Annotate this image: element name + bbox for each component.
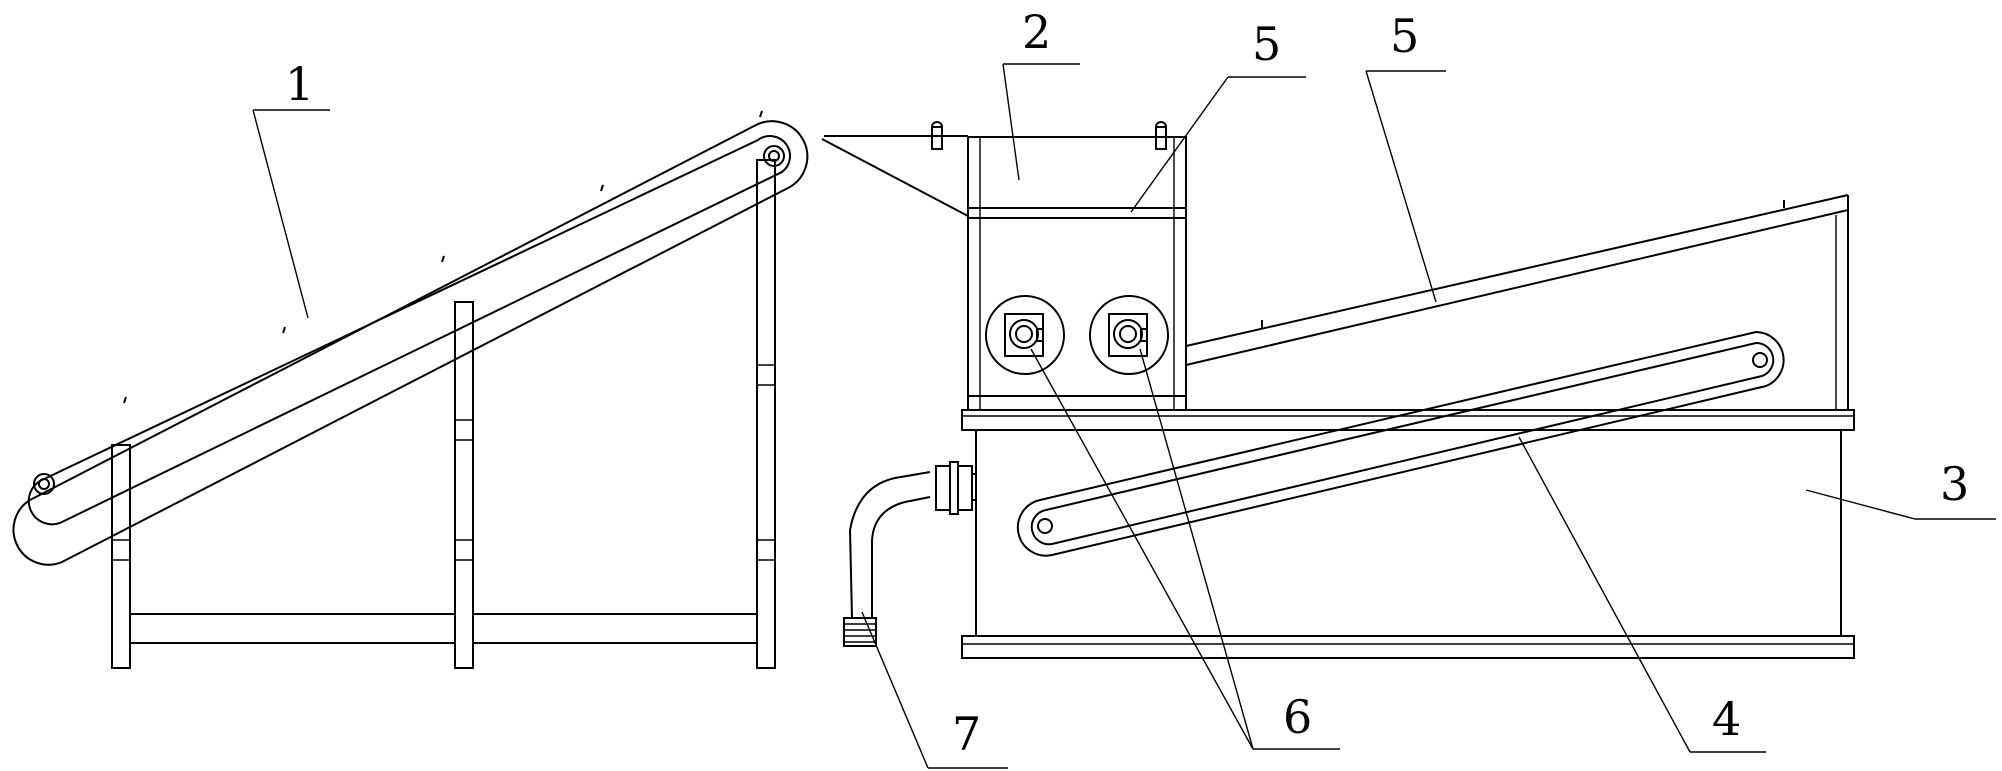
top-lug-right	[1155, 126, 1167, 150]
inclined-conveyor	[12, 110, 809, 669]
internal-belt-inner	[1030, 341, 1775, 546]
top-lug-left	[931, 126, 943, 150]
part-labels: 1 2 5 5 3 4 6 7	[285, 5, 1969, 761]
label-5a: 5	[1252, 17, 1281, 71]
motor-left	[985, 295, 1065, 375]
lower-pulley	[33, 473, 55, 495]
leader-lines	[252, 63, 1996, 769]
label-3: 3	[1940, 457, 1969, 511]
conveyor-support-frame	[111, 159, 776, 669]
internal-belt-outer	[1016, 330, 1785, 557]
internal-upper-roller	[1752, 352, 1768, 368]
motor-right	[1089, 295, 1169, 375]
label-6: 6	[1283, 690, 1312, 744]
hopper-outer	[967, 136, 1187, 411]
drain-pipe	[843, 461, 976, 647]
label-4: 4	[1712, 692, 1741, 746]
tank	[961, 409, 1855, 659]
lower-pulley-hub	[38, 478, 50, 490]
internal-conveyor	[1016, 330, 1785, 557]
right-leg	[756, 159, 776, 669]
internal-lower-roller	[1037, 518, 1053, 534]
middle-leg	[454, 301, 474, 669]
label-1: 1	[285, 57, 314, 111]
left-leg	[111, 444, 131, 669]
inclined-chute	[1185, 194, 1849, 410]
tank-base-flange	[961, 635, 1855, 659]
label-2: 2	[1022, 5, 1051, 59]
pipe-threaded-end	[843, 617, 877, 647]
conveyor-belt-inner	[27, 135, 791, 526]
pipe-flange-1	[935, 465, 951, 511]
label-7: 7	[952, 707, 981, 761]
belt-cleats	[123, 110, 763, 404]
hopper-box	[821, 121, 1187, 411]
conveyor-belt-outer	[12, 120, 809, 566]
tank-top-flange	[961, 409, 1855, 431]
label-5b: 5	[1390, 9, 1419, 63]
